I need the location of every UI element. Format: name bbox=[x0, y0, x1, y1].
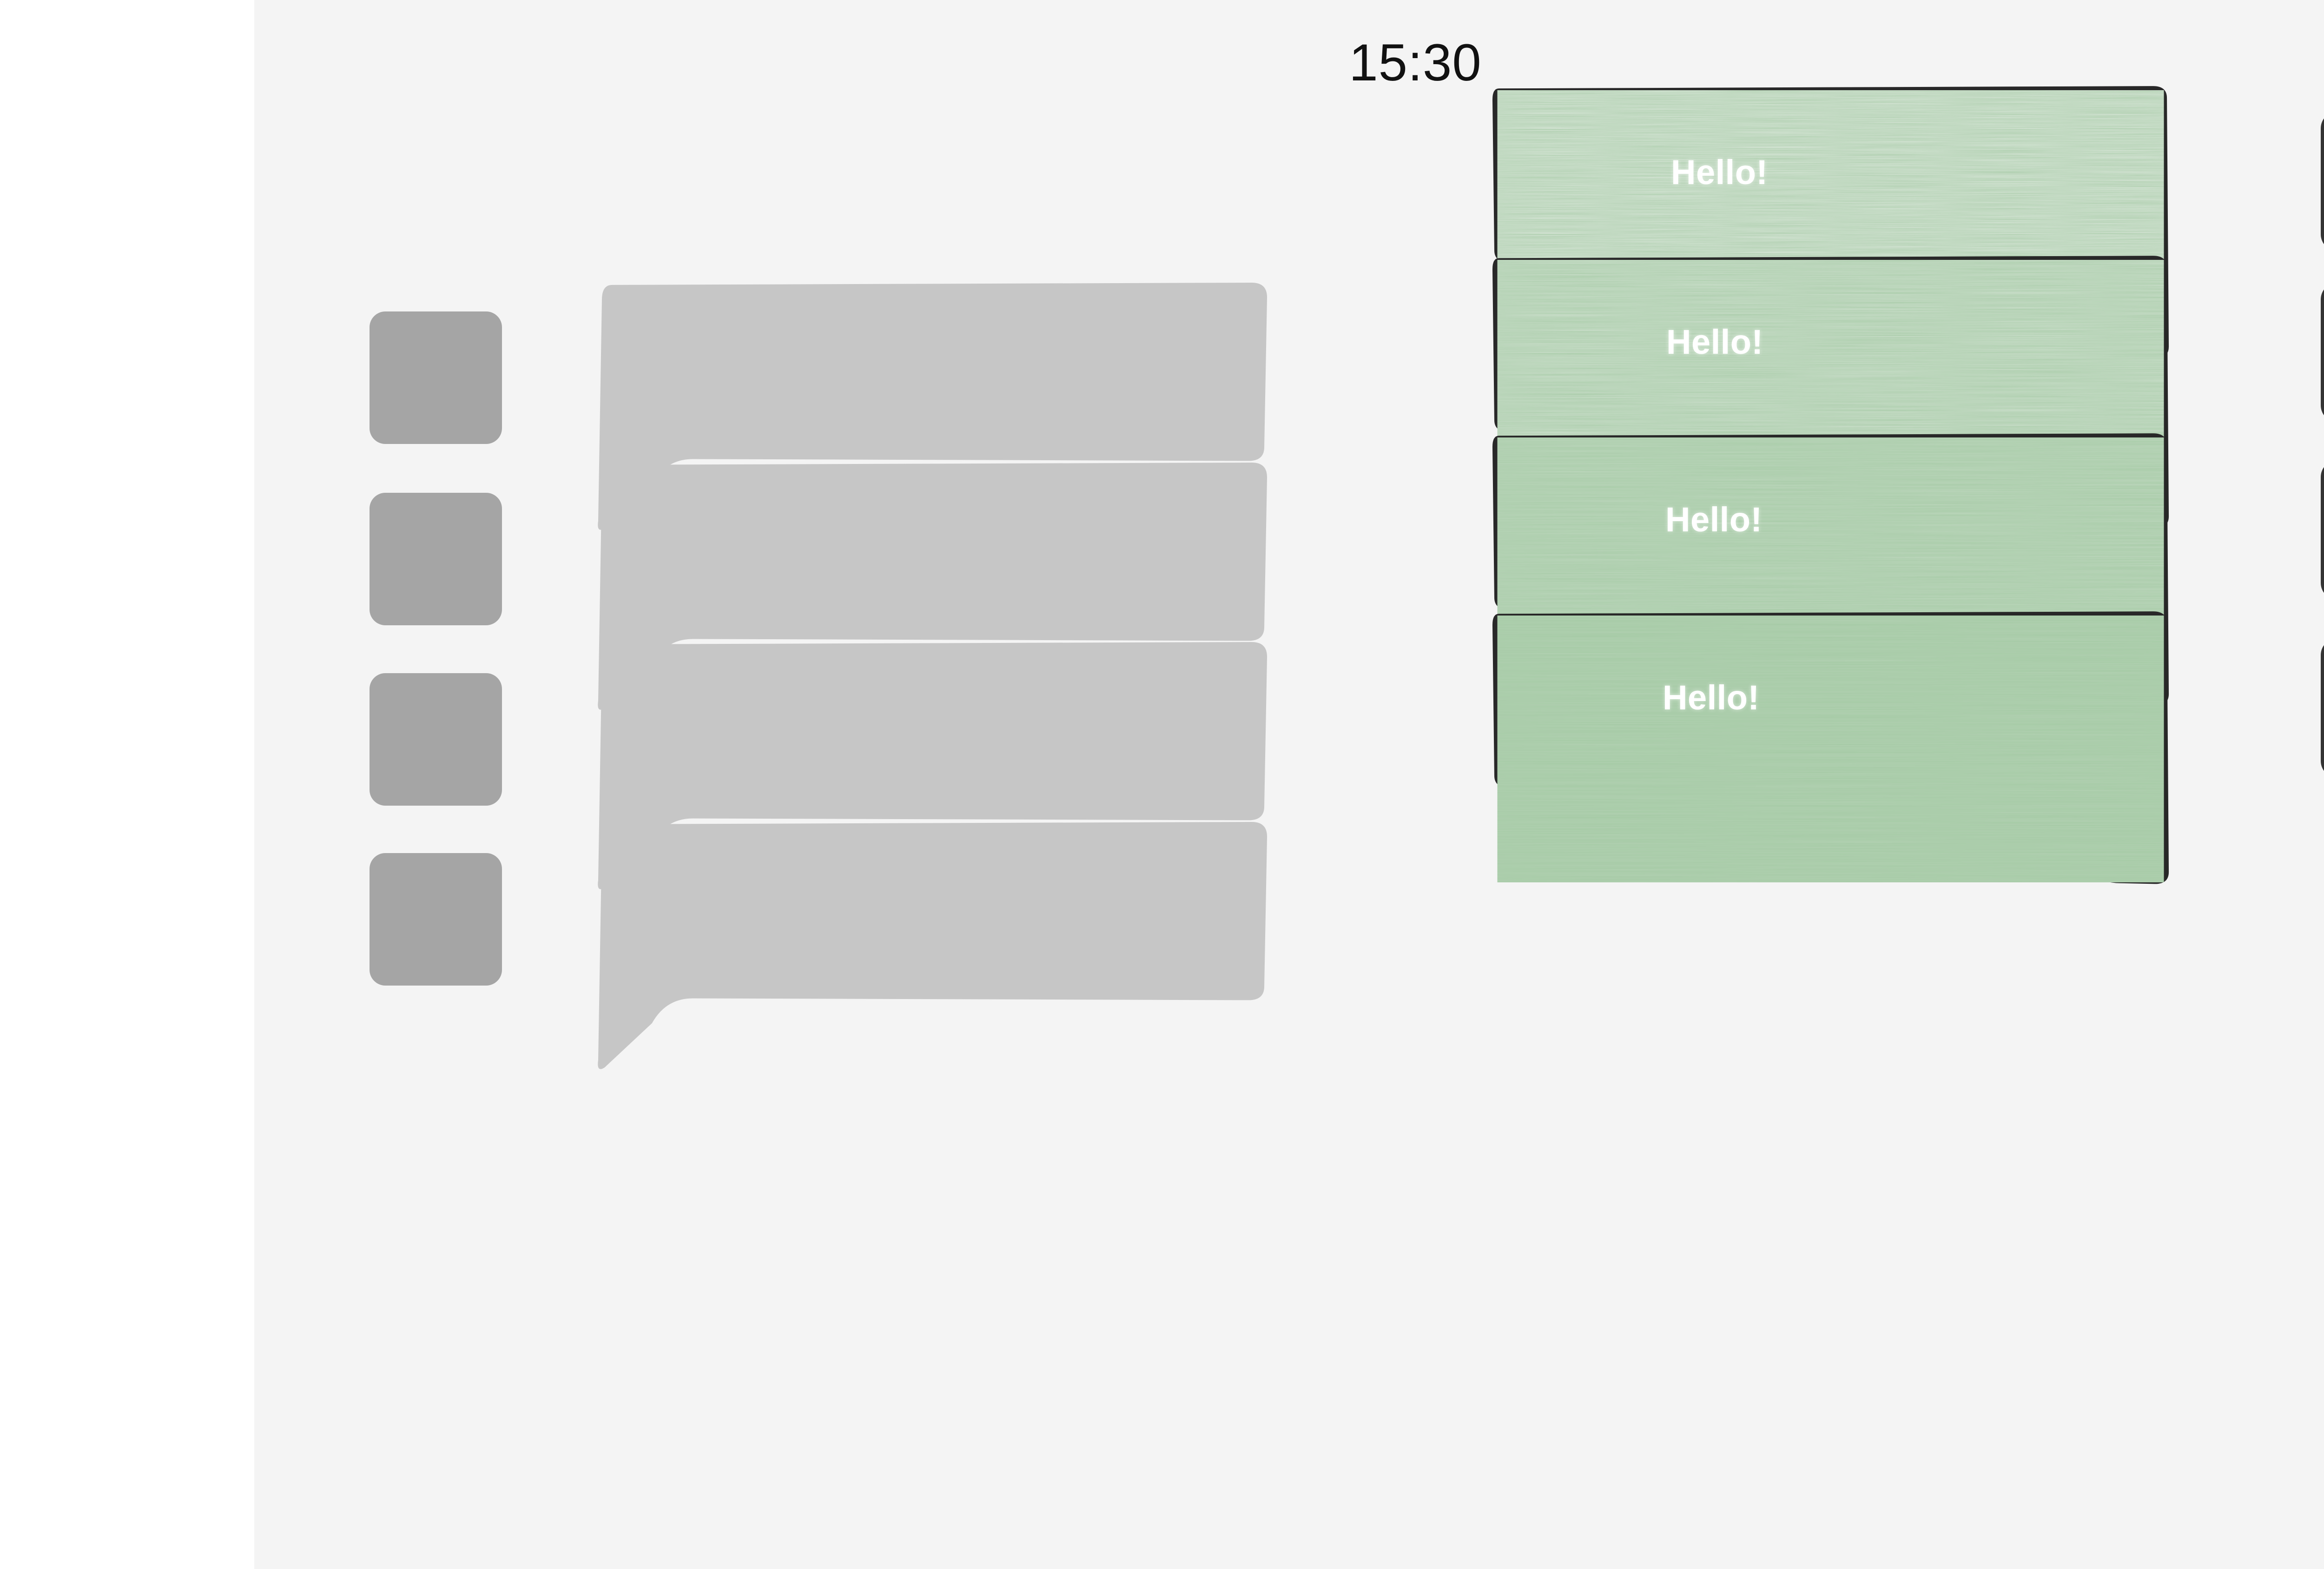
bubble-incoming-shape bbox=[598, 821, 1268, 1069]
message-row bbox=[254, 797, 2324, 1153]
avatar-outgoing[interactable] bbox=[2321, 460, 2324, 600]
avatar-incoming[interactable] bbox=[370, 853, 502, 986]
chat-panel: 15:30 bbox=[254, 0, 2324, 1569]
avatar-incoming[interactable] bbox=[370, 311, 502, 444]
conversation-timestamp: 15:30 bbox=[1349, 33, 1482, 92]
avatar-incoming[interactable] bbox=[370, 493, 502, 625]
avatar-outgoing[interactable] bbox=[2321, 638, 2324, 778]
avatar-outgoing[interactable] bbox=[2321, 112, 2324, 251]
avatar-incoming[interactable] bbox=[370, 673, 502, 806]
message-bubble-incoming[interactable] bbox=[596, 821, 1269, 1072]
avatar-outgoing[interactable] bbox=[2321, 283, 2324, 422]
